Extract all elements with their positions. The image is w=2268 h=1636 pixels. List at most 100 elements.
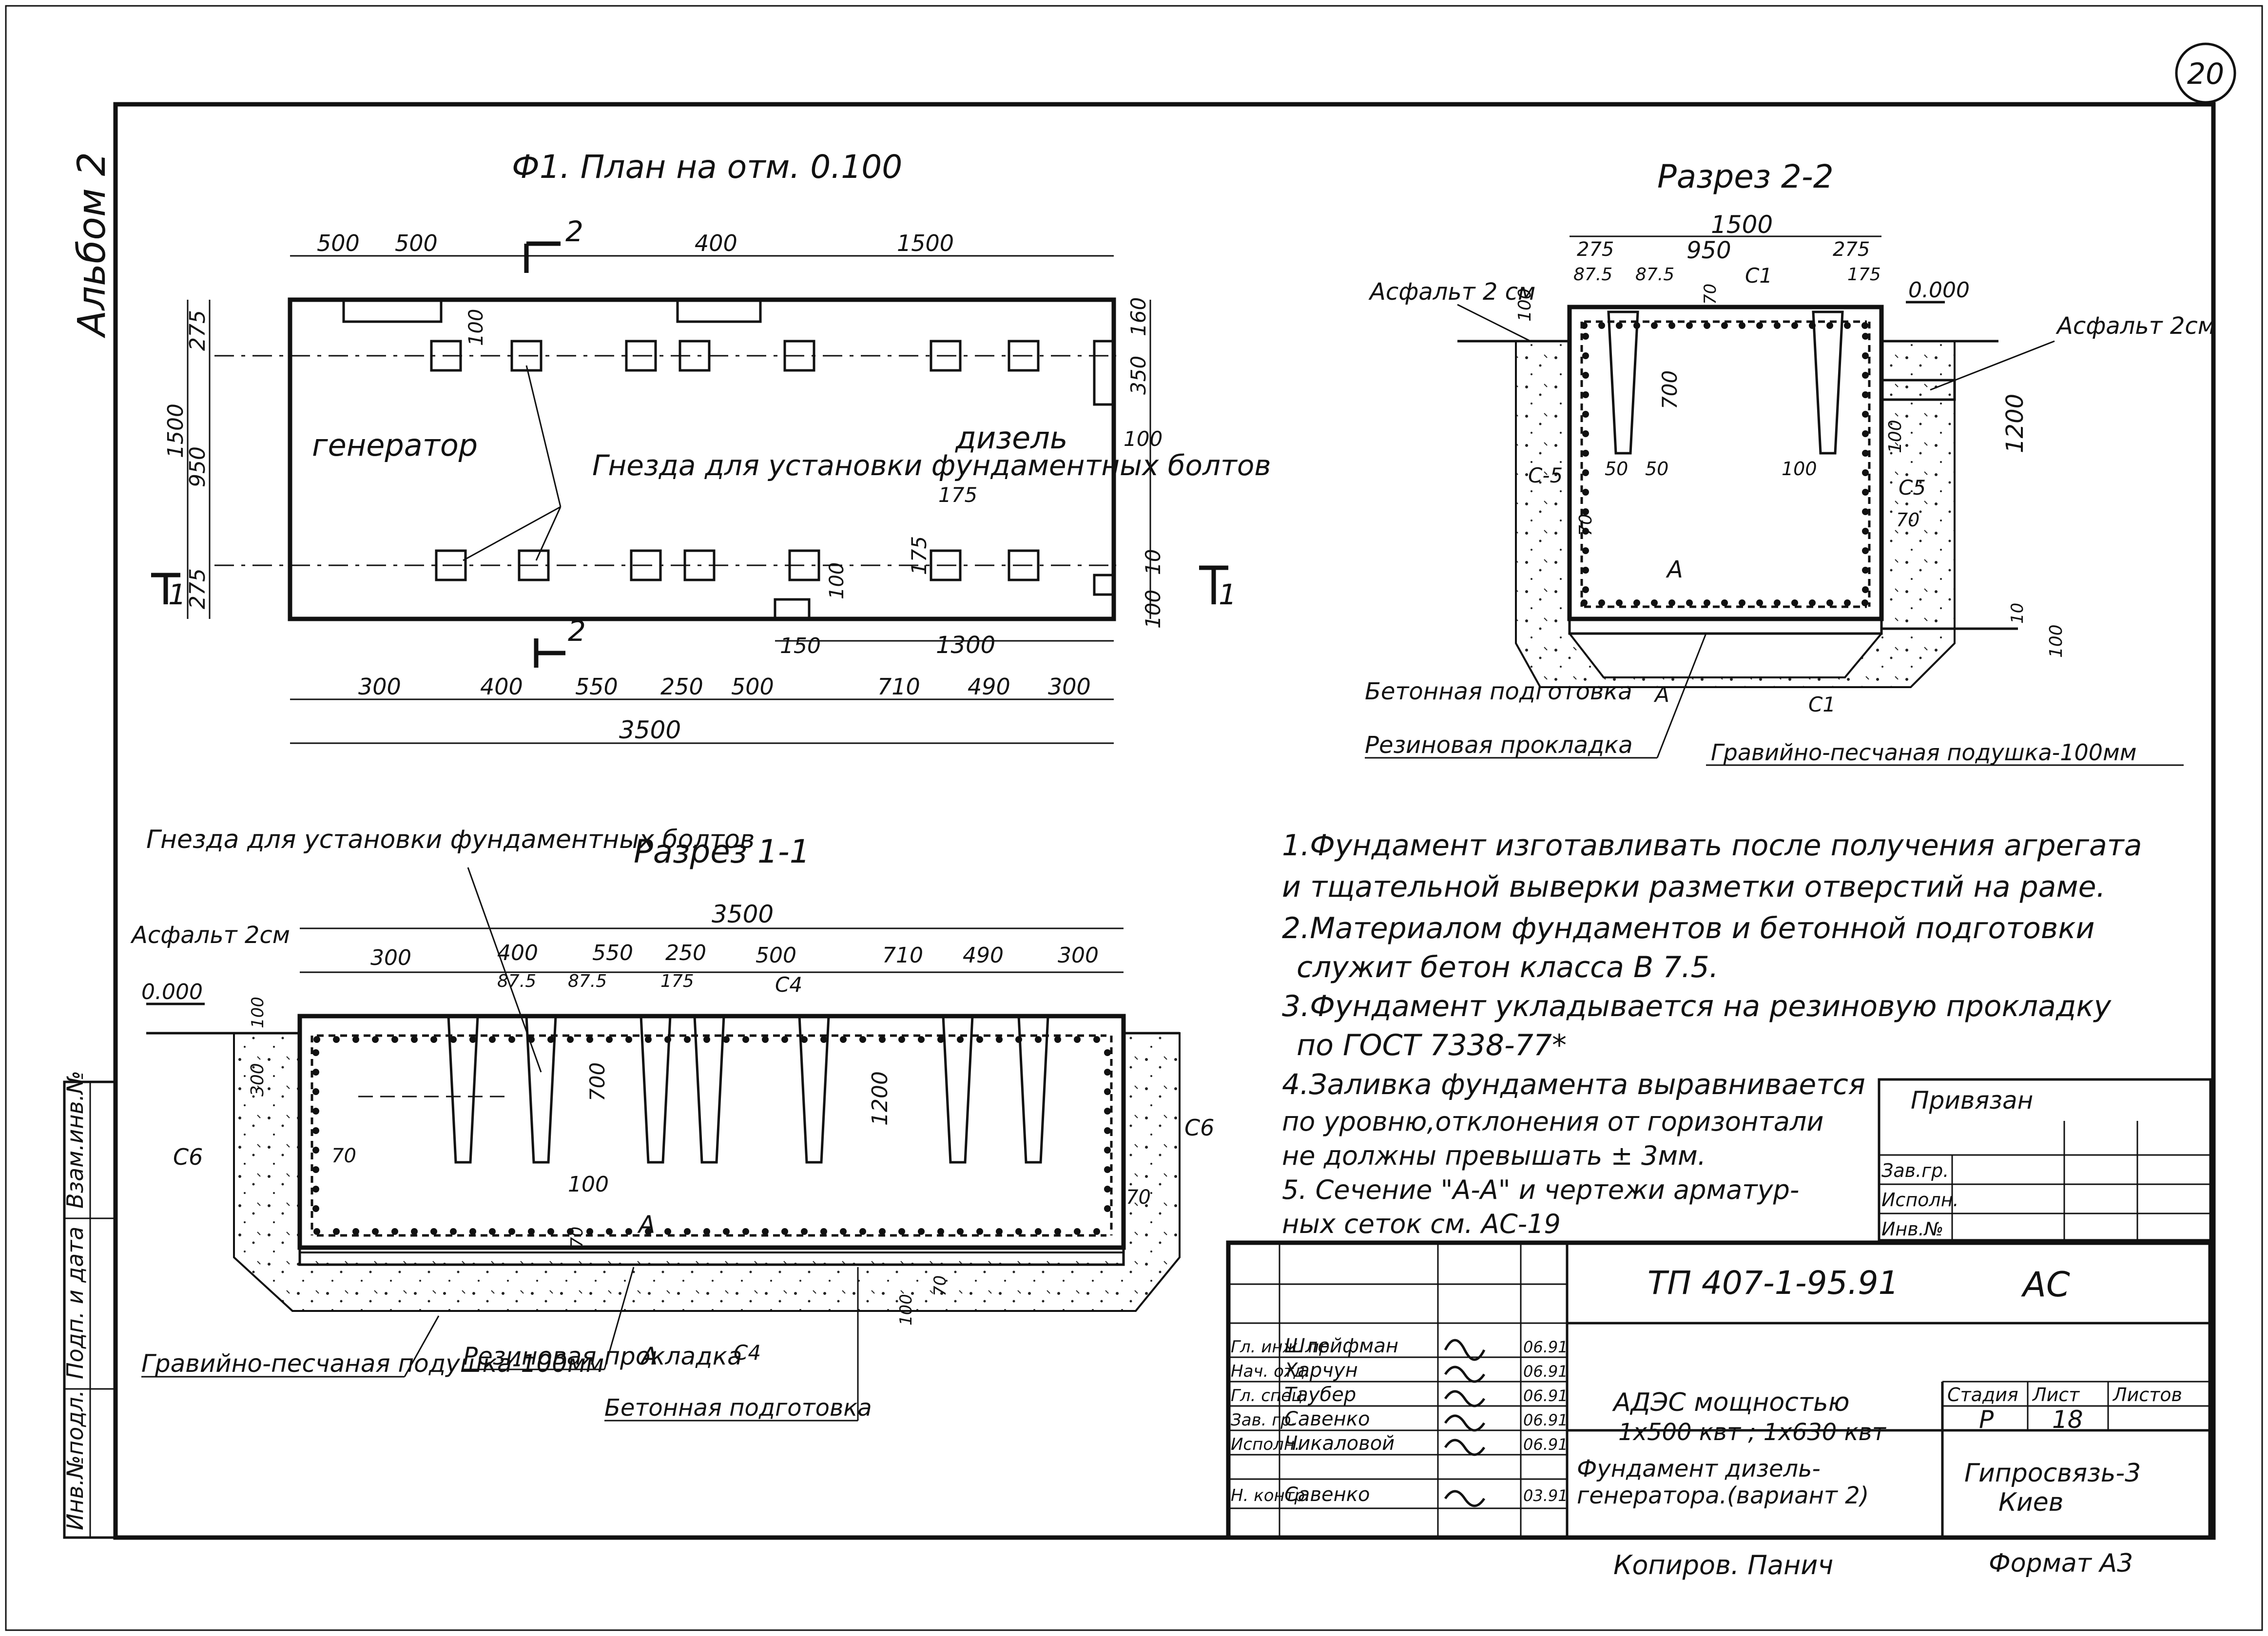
- section-mark-2-bottom: 2: [568, 615, 586, 648]
- rebar-dot: [313, 1036, 320, 1043]
- rebar-dot: [1582, 586, 1589, 593]
- label-sockets-plan: Гнезда для установки фундаментных болтов: [592, 449, 1271, 482]
- title-project-2: 1х500 квт ; 1х630 квт: [1618, 1419, 1887, 1446]
- rebar-dot: [996, 1036, 1003, 1043]
- rebar-dot: [1104, 1166, 1111, 1173]
- rebar-dot: [1582, 547, 1589, 554]
- section11-dim-top-3: 550: [592, 941, 633, 965]
- rebar-dot: [411, 1228, 418, 1235]
- section22-dim-2: 700: [1658, 370, 1682, 409]
- rebar-dot: [1739, 599, 1745, 606]
- section22-mark-a-bottom: А: [1653, 682, 1669, 707]
- section22-dim-top-7: 175: [1847, 265, 1881, 285]
- title-header-sheet: Лист: [2032, 1384, 2080, 1405]
- rebar-dot: [1104, 1205, 1111, 1212]
- section11-dim-sub-2: 87.5: [568, 971, 607, 991]
- section11-dim-7: 70: [1126, 1186, 1151, 1209]
- person-role-4: Зав. гр.: [1231, 1410, 1297, 1430]
- rebar-dot: [430, 1036, 437, 1043]
- section22-dim-top-5: 87.5: [1573, 265, 1612, 285]
- section22-dim-8: 1200: [2001, 394, 2029, 453]
- note-line-8: по уровню,отклонения от горизонтали: [1282, 1106, 1823, 1137]
- side-label-sign: Подп. и дата: [62, 1227, 88, 1379]
- section22-dim-top-8: 70: [1701, 284, 1720, 305]
- rebar-dot: [333, 1036, 340, 1043]
- person-date-4: 06.91: [1523, 1411, 1568, 1429]
- person-date-2: 06.91: [1523, 1362, 1568, 1381]
- rebar-dot: [333, 1228, 340, 1235]
- section22-mark-c5-left: С-5: [1528, 463, 1563, 487]
- plan-dim-left-4: 1500: [163, 404, 188, 458]
- person-role-6: Н. контр.: [1231, 1486, 1310, 1505]
- plan-dim-right-4: 10: [1141, 549, 1165, 575]
- section22-dim-3: 50: [1605, 458, 1628, 480]
- plan-dim-bottom-4: 250: [660, 674, 703, 700]
- plan-dim-top-2: 500: [395, 230, 438, 256]
- rebar-dot: [606, 1036, 613, 1043]
- section11-dim-top-7: 490: [963, 943, 1004, 968]
- rebar-dot: [508, 1228, 515, 1235]
- rebar-dot: [976, 1228, 983, 1235]
- plan-dim-left-2: 950: [185, 446, 210, 487]
- section22-asphalt-left: Асфальт 2 см: [1368, 278, 1535, 306]
- section22-dim-10: 100: [2046, 624, 2066, 658]
- plan-dim-right-3: 100: [1124, 427, 1163, 451]
- section22-mark-c1-bottom: С1: [1808, 693, 1836, 716]
- rebar-dot: [1862, 372, 1869, 379]
- section11-dim-9: 100: [896, 1294, 916, 1326]
- plan-dim-bottom-3: 550: [575, 674, 618, 700]
- section-2-2: Разрез 2-2 1500 275 950 275 87.5 87.5 17…: [1365, 158, 2215, 766]
- binding-table: Привязан Зав.гр. Исполн. Инв.№: [1878, 1078, 2212, 1242]
- rebar-dot: [918, 1036, 925, 1043]
- rebar-dot: [957, 1036, 964, 1043]
- rebar-dot: [547, 1036, 554, 1043]
- section11-gravel: Гравийно-песчаная подушка-100мм: [141, 1349, 604, 1378]
- section22-dim-1: 100: [1515, 288, 1535, 322]
- rebar-dot: [1651, 322, 1658, 329]
- person-role-5: Исполн.: [1231, 1435, 1300, 1454]
- rebar-dot: [313, 1228, 320, 1235]
- section11-dim-top-5: 500: [756, 943, 796, 968]
- section22-dim-top-1: 1500: [1711, 211, 1773, 239]
- rebar-dot: [1104, 1127, 1111, 1134]
- rebar-dot: [586, 1228, 593, 1235]
- section22-dim-5: 100: [1782, 458, 1817, 480]
- rebar-dot: [1862, 489, 1869, 496]
- rebar-dot: [508, 1036, 515, 1043]
- rebar-dot: [820, 1228, 827, 1235]
- rebar-dot: [547, 1228, 554, 1235]
- rebar-dot: [1054, 1228, 1061, 1235]
- rebar-dot: [684, 1036, 691, 1043]
- rebar-dot: [840, 1228, 847, 1235]
- plan-dim-right-5: 100: [1141, 590, 1165, 629]
- page-number: 20: [2187, 57, 2224, 91]
- title-sheet-name-1: Фундамент дизель-: [1577, 1455, 1821, 1482]
- plan-dim-top-4: 1500: [897, 230, 954, 256]
- section22-mark-a-top: А: [1666, 556, 1683, 583]
- rebar-dot: [1616, 599, 1623, 606]
- rebar-dot: [450, 1228, 457, 1235]
- plan-dim-bottom-6: 710: [877, 674, 920, 700]
- rebar-dot: [1862, 411, 1869, 418]
- rebar-dot: [820, 1036, 827, 1043]
- rebar-dot: [1582, 411, 1589, 418]
- rebar-dot: [1862, 352, 1869, 359]
- rebar-dot: [469, 1228, 476, 1235]
- rebar-dot: [645, 1228, 652, 1235]
- rebar-dot: [312, 1205, 319, 1212]
- title-mark: АС: [2021, 1265, 2070, 1305]
- rebar-dot: [1862, 586, 1869, 593]
- rebar-dot: [1704, 599, 1710, 606]
- rebar-dot: [1862, 391, 1869, 398]
- section22-dim-top-4: 275: [1833, 238, 1870, 261]
- person-role-1: Гл. инж. пр.: [1231, 1337, 1335, 1357]
- plan-dim-top-3: 400: [695, 230, 737, 256]
- rebar-dot: [1861, 322, 1868, 329]
- rebar-dot: [1862, 469, 1869, 476]
- plan-dim-inner-2: 175: [938, 483, 977, 507]
- rebar-dot: [1862, 450, 1869, 457]
- rebar-dot: [1686, 599, 1693, 606]
- person-name-2: Харчун: [1283, 1359, 1358, 1382]
- rebar-dot: [1093, 1036, 1100, 1043]
- rebar-dot: [1582, 508, 1589, 515]
